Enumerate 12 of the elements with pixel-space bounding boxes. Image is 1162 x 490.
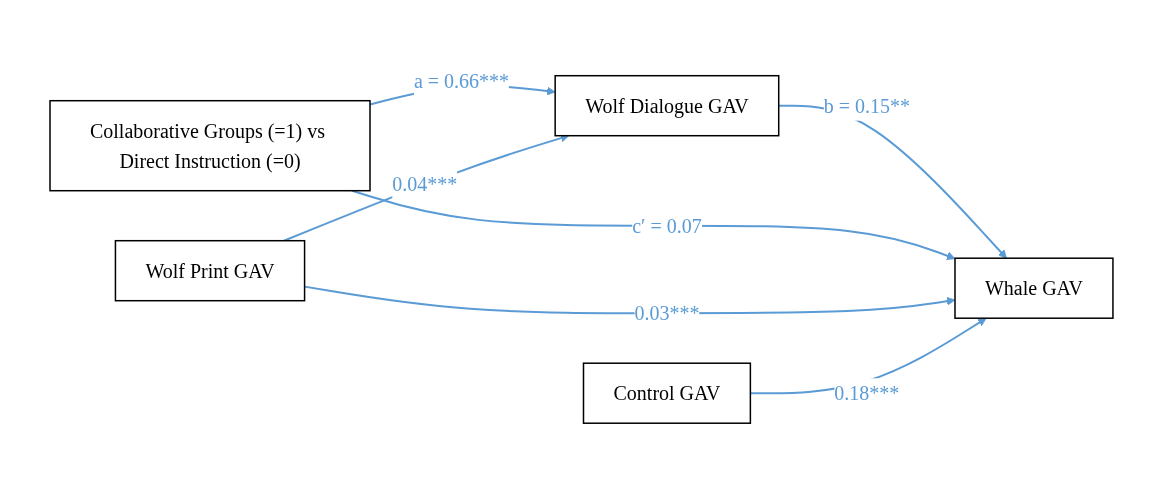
node-box: Whale GAV: [953, 257, 1114, 320]
edge-label: b = 0.15**: [823, 95, 910, 118]
node-box: Wolf Dialogue GAV: [553, 75, 779, 137]
arrow: [282, 134, 569, 243]
edge-label: c′ = 0.07: [631, 215, 702, 238]
node-box: Collaborative Groups (=1) vs Direct Instruction (=0): [48, 100, 371, 192]
edge-label: a = 0.66***: [413, 70, 509, 93]
edge-label: 0.03***: [633, 302, 699, 325]
node-box: Wolf Print GAV: [114, 240, 305, 302]
edge-label: 0.18***: [833, 382, 899, 405]
edge-label: 0.04***: [391, 172, 457, 195]
node-box: Control GAV: [582, 362, 751, 425]
